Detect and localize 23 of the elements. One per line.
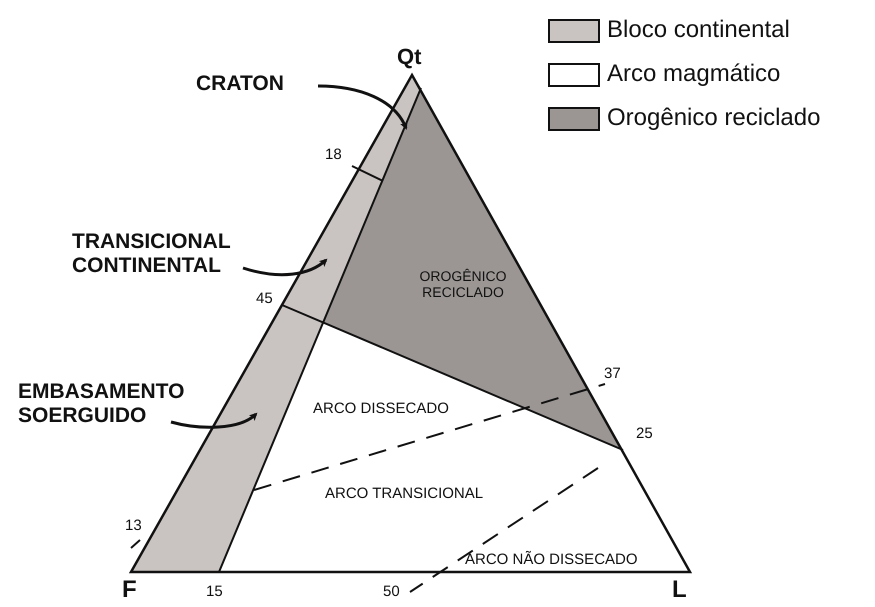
vertex-label: L: [672, 576, 687, 604]
tick-label: 18: [325, 146, 342, 164]
field-label: ARCO TRANSICIONAL: [325, 485, 484, 502]
field-label: OROGÊNICO RECICLADO: [418, 268, 508, 300]
arrow: [318, 84, 408, 130]
legend-label: Orogênico reciclado: [607, 104, 820, 132]
callout-label: EMBASAMENTO SOERGUIDO: [18, 380, 188, 428]
field-label: ARCO DISSECADO: [313, 400, 449, 418]
legend-label: Bloco continental: [607, 16, 790, 44]
arrow: [242, 258, 328, 276]
vertex-label: F: [122, 576, 137, 604]
field-label: ARCO NÃO DISSECADO: [465, 551, 638, 568]
callout-label: TRANSICIONAL CONTINENTAL: [72, 230, 242, 278]
vertex-label: Qt: [397, 44, 422, 70]
callout-label: CRATON: [196, 72, 316, 96]
arrow: [170, 412, 258, 429]
tick-label: 37: [604, 365, 621, 382]
legend-label: Arco magmático: [607, 60, 780, 88]
tick-label: 13: [125, 517, 142, 534]
tick-label: 15: [206, 583, 223, 600]
tick-label: 50: [383, 583, 400, 600]
tick-label: 45: [256, 290, 273, 308]
tick-label: 25: [636, 425, 653, 442]
